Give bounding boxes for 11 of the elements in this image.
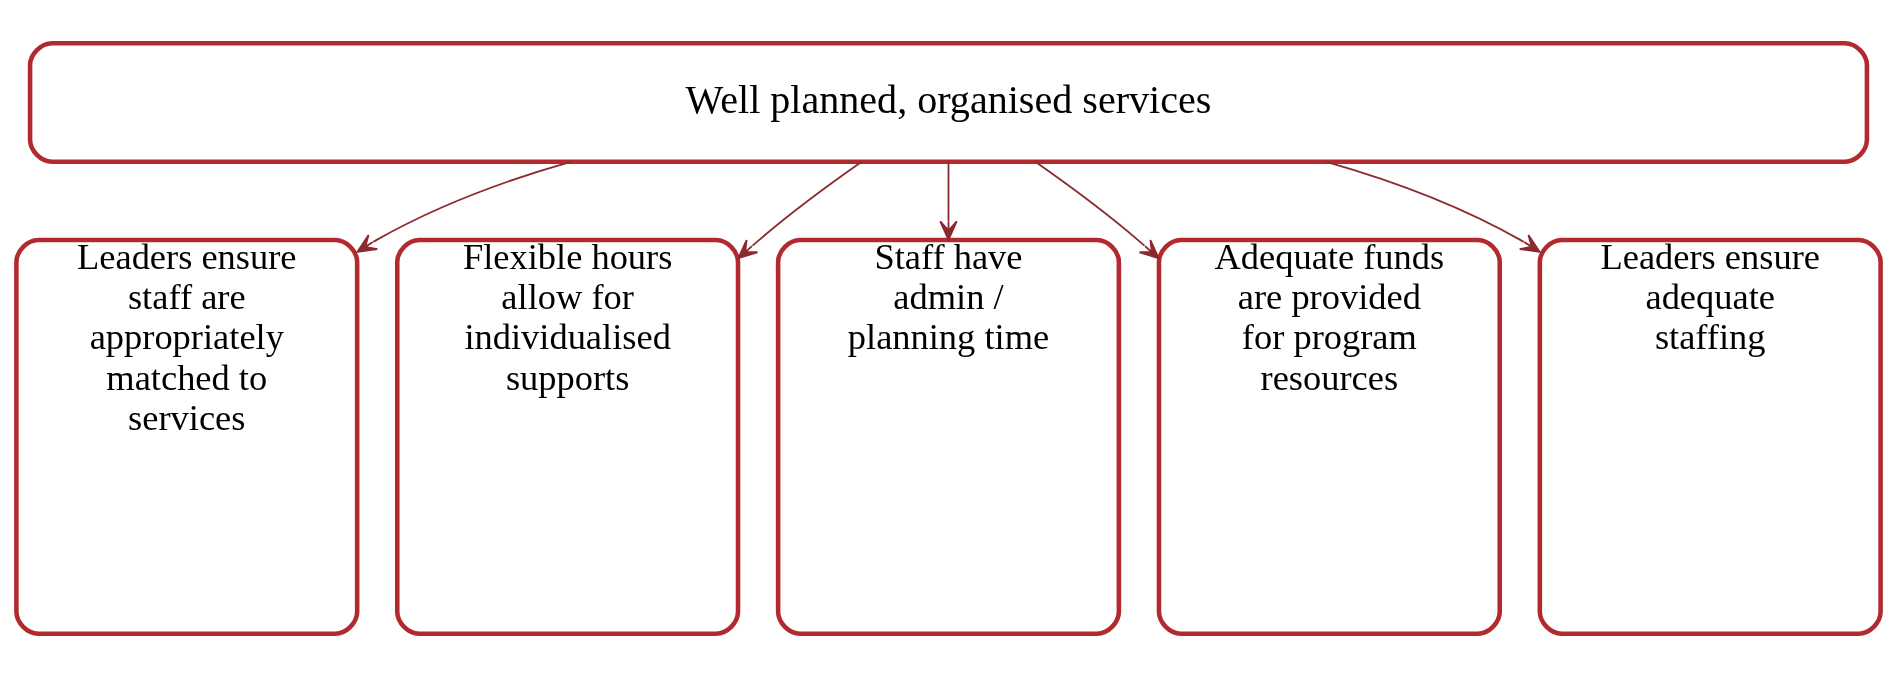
arrow <box>737 160 863 260</box>
arrow <box>356 160 572 253</box>
node-box: Flexible hours allow for individualised supports <box>395 237 741 636</box>
node-box: Staff have admin / planning time <box>775 237 1122 636</box>
arrow <box>1325 160 1541 253</box>
node-box: Leaders ensure adequate staffing <box>1537 237 1883 636</box>
node-box: Adequate funds are provided for program resources <box>1156 237 1502 636</box>
node-box: Well planned, organised services <box>27 41 1870 164</box>
node-box: Leaders ensure staff are appropriately matched to services <box>14 237 360 636</box>
arrow <box>1034 160 1160 260</box>
arrow <box>939 161 958 241</box>
